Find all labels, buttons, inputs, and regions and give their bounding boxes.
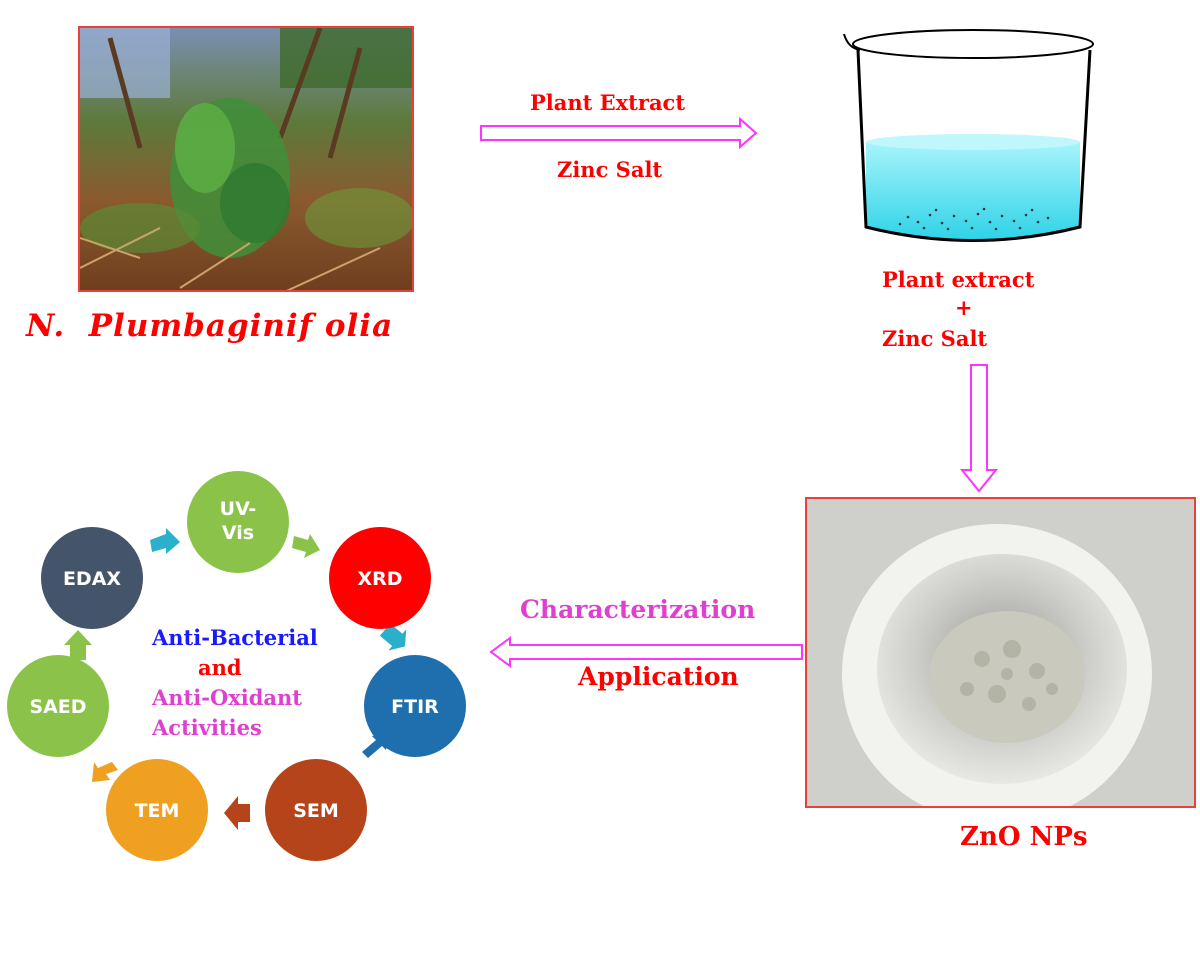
node-xrd-circle [329,527,431,629]
arrow1-top-label: Plant Extract [530,90,686,115]
arrow-down-icon [959,364,999,493]
arrow-right-icon [480,116,758,150]
center-line2: and [198,655,242,680]
node-ftir: FTIR [364,655,466,757]
cycle-arrow-xrd-ftir [379,623,407,651]
cycle-arrow-saed-edax [64,630,92,660]
plant-photo [78,26,414,292]
center-line4: Activities [152,715,262,740]
node-saed-label: SAED [29,696,86,718]
beaker-label-line1: Plant extract [882,267,1035,292]
node-ftir-circle [364,655,466,757]
node-tem: TEM [106,759,208,861]
node-tem-label: TEM [135,800,180,822]
node-sem-label: SEM [293,800,339,822]
zno-powder-photo [805,497,1196,808]
arrow3-top-label: Characterization [520,595,756,624]
center-line1: Anti-Bacterial [152,625,318,650]
center-line3: Anti-Oxidant [152,685,303,710]
node-saed-circle [7,655,109,757]
beaker-label-plus: + [955,295,973,320]
cycle-arrow-tem-saed [92,762,118,782]
plant-illustration [80,28,412,290]
node-tem-circle [106,759,208,861]
node-xrd: XRD [329,527,431,629]
node-sem-circle [265,759,367,861]
node-ftir-label: FTIR [391,696,439,718]
plant-name-prefix: N. [26,308,66,344]
arrow1-bottom-label: Zinc Salt [557,157,663,182]
node-edax-label: EDAX [63,568,121,590]
node-sem: SEM [265,759,367,861]
node-edax-circle [41,527,143,629]
mortar-illustration [807,499,1194,806]
cycle-arrow-edax-uvvis [150,528,180,554]
node-xrd-label: XRD [357,568,402,590]
arrow3-bottom-label: Application [578,662,739,691]
arrow-left-icon [489,636,803,668]
zno-label: ZnO NPs [960,822,1088,852]
node-uvvis-circle [187,471,289,573]
node-uvvis-line1: UV- [220,498,257,520]
node-edax: EDAX [41,527,143,629]
node-uvvis: UV- Vis [187,471,289,573]
plant-name-main: Plumbaginif olia [88,308,394,344]
cycle-arrow-uvvis-xrd [292,534,320,558]
cycle-arrow-sem-tem [224,796,250,830]
characterization-cycle: UV- Vis XRD FTIR SEM TEM SAED EDAX [7,471,466,861]
beaker-label-line3: Zinc Salt [882,326,988,351]
node-saed: SAED [7,655,109,757]
beaker-icon [843,29,1094,242]
plant-name: N. Plumbaginif olia [26,308,393,344]
node-uvvis-line2: Vis [222,522,254,544]
